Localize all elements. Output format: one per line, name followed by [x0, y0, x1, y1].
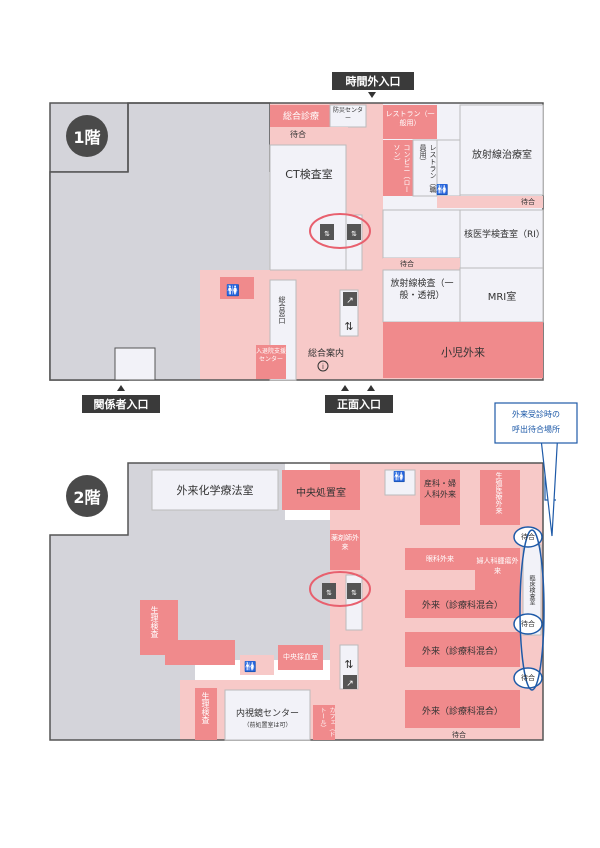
wait-marker — [513, 526, 543, 548]
obgyn-room — [420, 470, 460, 525]
toilet-icon: 🚻 — [226, 284, 240, 297]
outpatient-1 — [405, 590, 520, 618]
elevator-icon — [347, 583, 361, 599]
outpatient-3 — [405, 690, 520, 728]
pediatrics-room — [383, 322, 543, 378]
escalator-icon — [343, 292, 357, 306]
floor2-staff-area — [50, 463, 330, 740]
main-entrance-bg — [325, 395, 393, 413]
arrow-up-icon — [367, 385, 375, 391]
callout-box — [494, 402, 578, 444]
convenience-store — [383, 140, 413, 196]
svg-text:⇅: ⇅ — [324, 230, 330, 238]
central-treatment-room — [282, 470, 360, 510]
central-blood-room — [278, 645, 323, 670]
general-clinic-room — [270, 105, 330, 127]
svg-text:⇅: ⇅ — [344, 658, 353, 671]
floor1-map: ⇅ ⇅ ↗ ⇅ 🚻 🚻 i — [49, 92, 544, 391]
floor2-map: 🚻 🚻 ⇅ ⇅ ⇅ ↗ — [49, 429, 559, 741]
svg-text:↗: ↗ — [346, 679, 354, 689]
info-icon — [317, 360, 329, 372]
admission-center — [256, 345, 286, 379]
escalator-icon — [343, 675, 357, 689]
elevator-icon — [320, 224, 334, 240]
wait-marker — [513, 667, 543, 689]
toilet-icon: 🚻 — [436, 183, 448, 196]
radiology-room — [382, 269, 461, 323]
elevator-icon — [347, 224, 361, 240]
cafe-room — [313, 705, 335, 740]
arrow-down-icon — [368, 92, 376, 98]
elevator-highlight — [309, 571, 371, 607]
outpatient-2 — [405, 632, 520, 667]
svg-text:i: i — [322, 363, 324, 371]
wait-marker — [513, 613, 543, 635]
chemo-room — [151, 469, 279, 511]
svg-text:⇅: ⇅ — [344, 320, 353, 333]
radiotherapy-room — [459, 104, 544, 196]
waiting-area-highlight — [519, 529, 545, 691]
endoscopy-room — [224, 689, 311, 741]
pharmacist-room — [330, 530, 360, 570]
svg-text:↗: ↗ — [346, 296, 354, 306]
fertility-room — [480, 470, 520, 525]
elevator-highlight — [309, 213, 371, 249]
arrow-up-icon — [117, 385, 125, 391]
elevator-icon — [322, 583, 336, 599]
ct-room — [269, 144, 347, 271]
mri-room — [459, 267, 544, 323]
staff-entrance-bg — [82, 395, 160, 413]
floor2-badge-circle — [66, 475, 108, 517]
floor1-badge-circle — [66, 115, 108, 157]
svg-text:⇅: ⇅ — [326, 589, 332, 597]
restaurant-general — [383, 105, 437, 139]
toilet-icon: 🚻 — [244, 660, 256, 673]
nuclear-room — [459, 209, 544, 269]
toilet-icon: 🚻 — [393, 470, 405, 483]
after-hours-entrance-bg — [332, 72, 414, 90]
svg-text:⇅: ⇅ — [351, 589, 357, 597]
svg-text:⇅: ⇅ — [351, 230, 357, 238]
arrow-up-icon — [341, 385, 349, 391]
